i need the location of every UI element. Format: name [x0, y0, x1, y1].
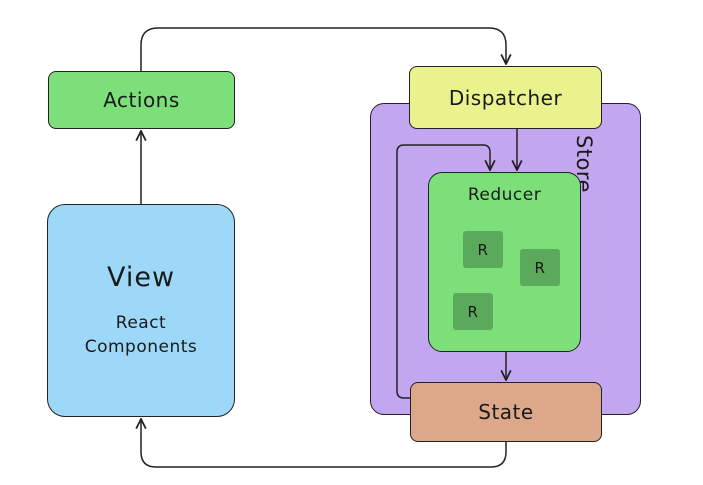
dispatcher-box: Dispatcher	[409, 66, 602, 129]
dispatcher-label: Dispatcher	[448, 85, 563, 110]
reducer-item: R	[520, 249, 560, 286]
arrow-actions-to-dispatcher	[140, 27, 506, 71]
reducer-item: R	[463, 231, 503, 268]
arrow-state-to-view	[141, 419, 507, 468]
reducer-label: Reducer	[467, 185, 542, 205]
reducer-box: Reducer R R R	[428, 172, 581, 352]
reducer-item: R	[453, 293, 493, 330]
actions-box: Actions	[48, 71, 235, 129]
view-title: View	[106, 262, 176, 293]
view-subtitle-line2: Components	[84, 337, 198, 357]
arrow-state-to-reducer	[396, 144, 490, 399]
state-box: State	[410, 382, 602, 442]
view-subtitle-line1: React	[115, 313, 167, 333]
state-label: State	[478, 400, 534, 424]
view-box: View React Components	[47, 204, 235, 417]
actions-label: Actions	[103, 88, 180, 112]
